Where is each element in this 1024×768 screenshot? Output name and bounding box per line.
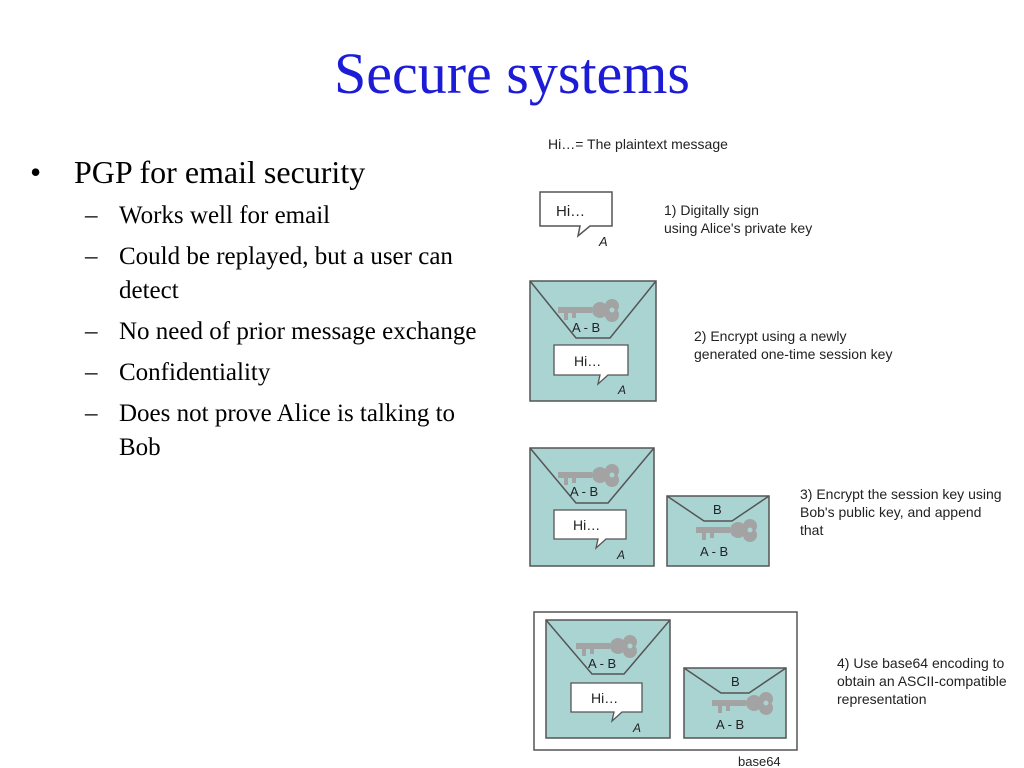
session-key-label: A - B — [700, 544, 728, 559]
session-key-label: A - B — [588, 656, 616, 671]
encrypted-session-key-envelope-step-3: B A - B — [666, 495, 770, 567]
sub-bullet-text: Could be replayed, but a user can detect — [119, 243, 453, 304]
step-4-line-2: obtain an ASCII-compatible — [837, 673, 1007, 689]
sub-bullet: –No need of prior message exchange — [85, 315, 490, 349]
main-bullet-text: PGP for email security — [74, 154, 366, 190]
sub-bullet-list: –Works well for email –Could be replayed… — [85, 199, 490, 465]
step-4-line-3: representation — [837, 691, 927, 707]
sub-bullet: –Confidentiality — [85, 356, 490, 390]
pgp-diagram: Hi…= The plaintext message Hi… A 1) Digi… — [529, 136, 1007, 768]
step-3-line-1: 3) Encrypt the session key using — [800, 486, 1002, 502]
sub-bullet-text: Works well for email — [119, 202, 331, 229]
session-key-label: A - B — [572, 320, 600, 335]
main-bullet: • PGP for email security — [30, 152, 490, 192]
step-1-line-2: using Alice's private key — [664, 220, 812, 236]
sub-bullet: –Works well for email — [85, 199, 490, 233]
message-text: Hi… — [556, 203, 585, 220]
base64-label: base64 — [738, 754, 781, 768]
session-key-label: A - B — [570, 484, 598, 499]
signature-label: A — [616, 548, 625, 562]
sub-bullet-text: No need of prior message exchange — [119, 318, 477, 345]
step-2-line-2: generated one-time session key — [694, 346, 892, 362]
encrypted-envelope-step-3: A - B Hi… A — [529, 447, 655, 567]
base64-frame: A - B Hi… A B A - B — [533, 611, 798, 751]
signature-label: A — [598, 234, 608, 249]
encrypted-envelope-step-2: A - B Hi… A — [529, 280, 657, 402]
session-key-label: A - B — [716, 717, 744, 732]
recipient-label: B — [731, 674, 740, 689]
sub-bullet: –Does not prove Alice is talking to Bob — [85, 397, 490, 465]
step-3-line-2: Bob's public key, and append — [800, 504, 981, 520]
legend-text: Hi…= The plaintext message — [548, 136, 728, 152]
bullet-list: • PGP for email security –Works well for… — [30, 152, 490, 465]
signature-label: A — [632, 721, 641, 735]
message-text: Hi… — [573, 517, 600, 533]
sub-bullet-text: Confidentiality — [119, 359, 271, 386]
message-text: Hi… — [591, 690, 618, 706]
bullet-dot: • — [30, 154, 42, 190]
signature-label: A — [617, 383, 626, 397]
slide-title: Secure systems — [334, 41, 690, 106]
sub-bullet-text: Does not prove Alice is talking to Bob — [119, 400, 456, 461]
step-1-line-1: 1) Digitally sign — [664, 202, 759, 218]
recipient-label: B — [713, 502, 722, 517]
signed-message-bubble: Hi… A — [539, 191, 613, 249]
sub-bullet: –Could be replayed, but a user can detec… — [85, 240, 490, 308]
step-4-line-1: 4) Use base64 encoding to — [837, 655, 1005, 671]
step-3-line-3: that — [800, 522, 823, 538]
message-text: Hi… — [574, 353, 601, 369]
step-2-line-1: 2) Encrypt using a newly — [694, 328, 847, 344]
